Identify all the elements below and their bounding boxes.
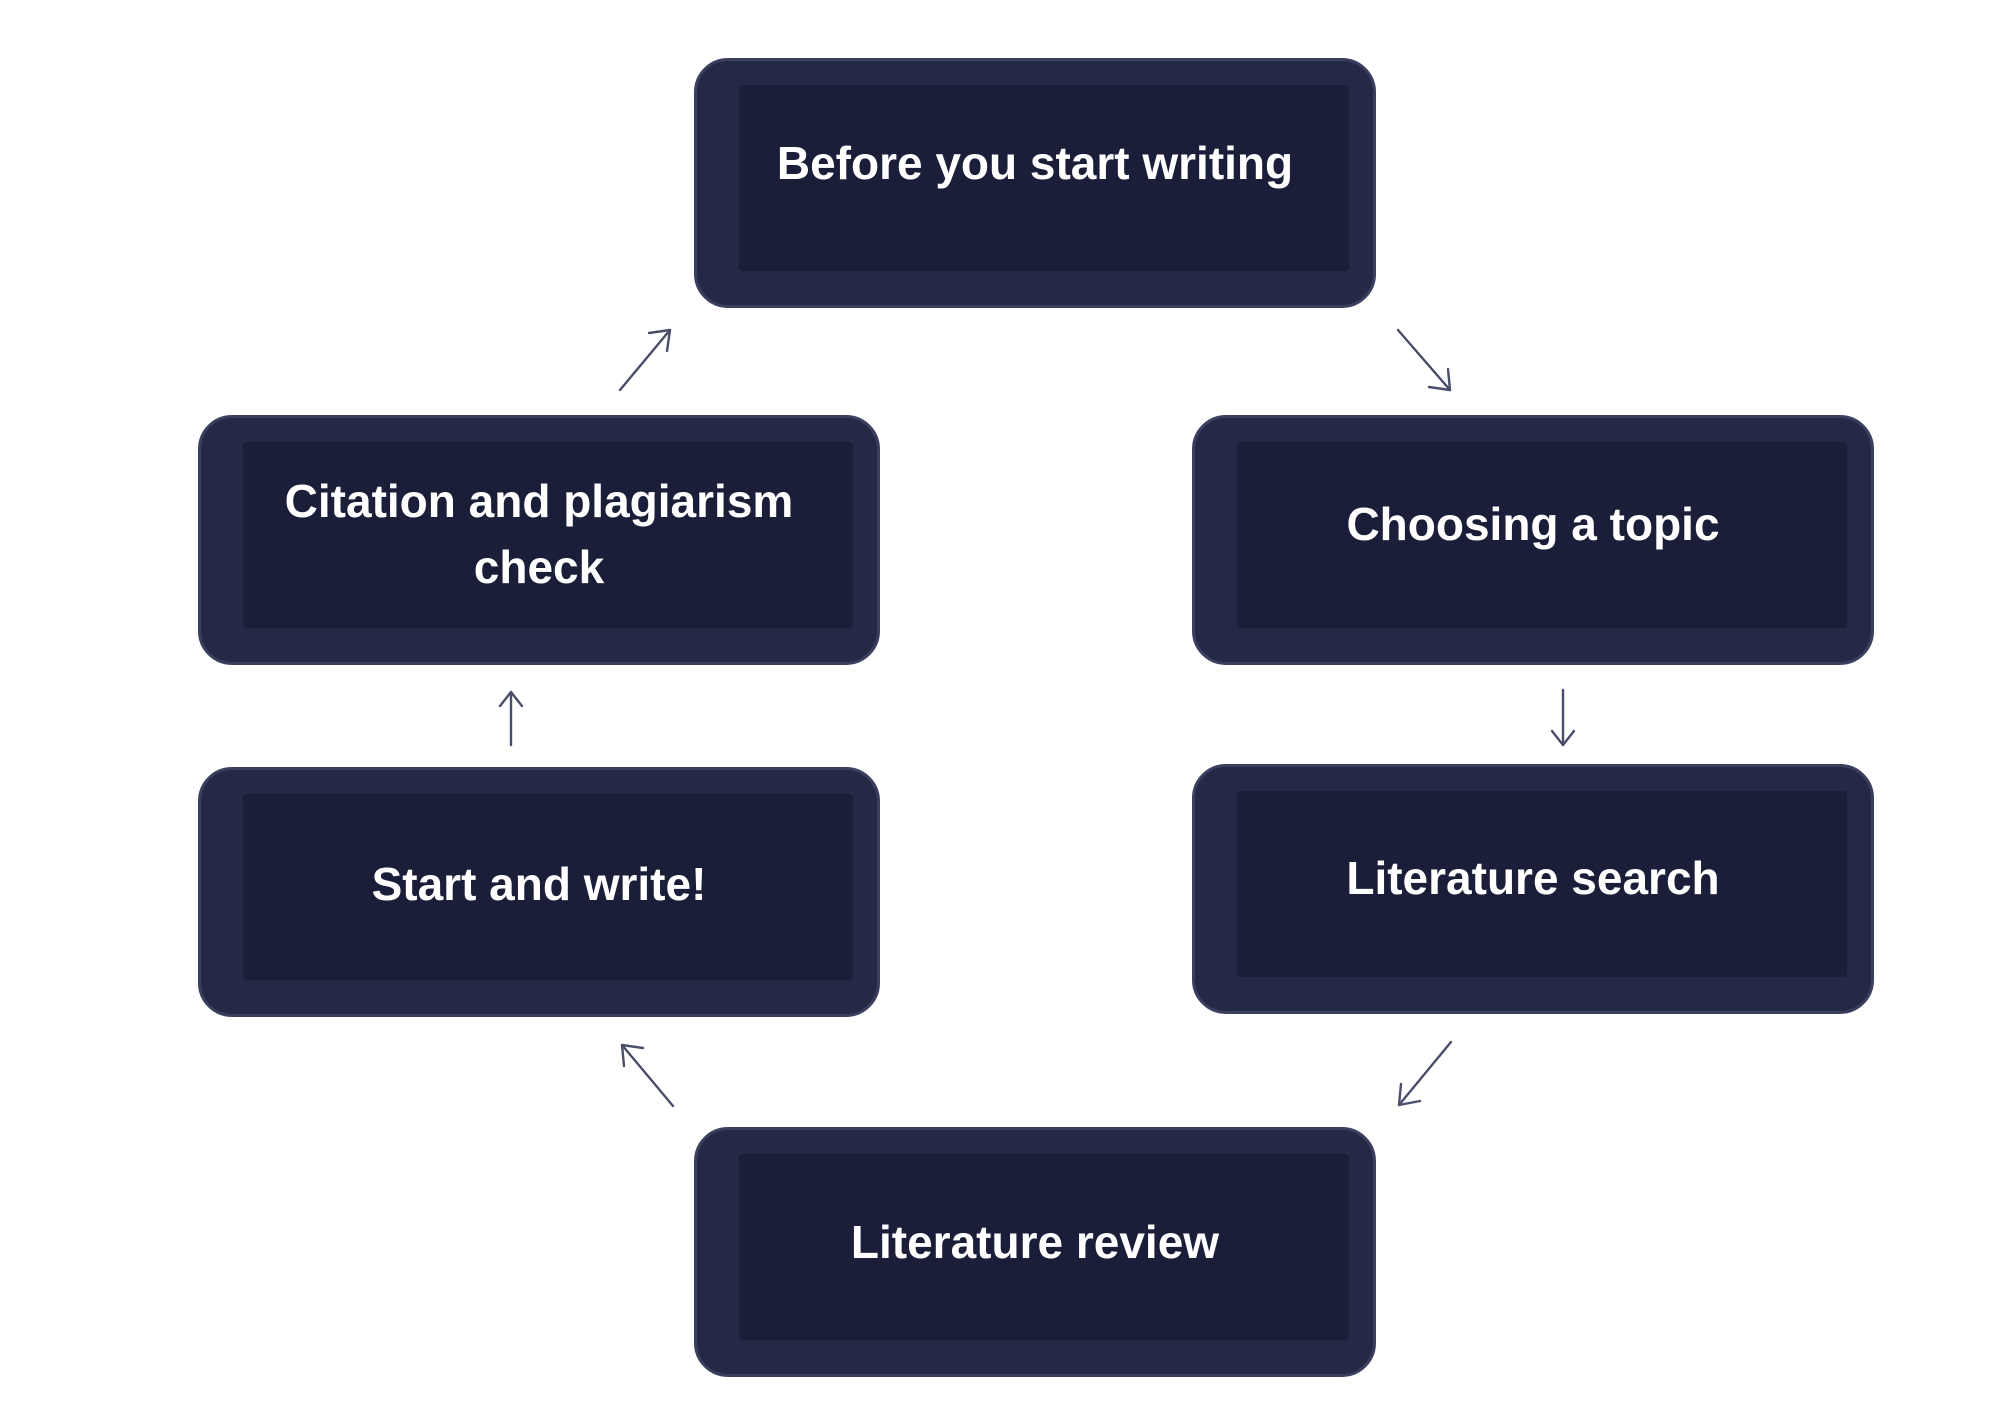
arrow-citation-to-before [618, 328, 672, 392]
arrow-topic-to-search [1550, 688, 1576, 747]
arrow-write-to-citation [498, 690, 524, 747]
step-citation-and-plagiarism-check: Citation and plagiarism check [198, 415, 880, 665]
step-label: Literature search [1346, 852, 1720, 904]
step-before-you-start-writing: Before you start writing [694, 58, 1376, 308]
step-label: Citation and plagiarism check [284, 475, 794, 593]
step-literature-search: Literature search [1192, 764, 1874, 1014]
arrow-search-to-review [1397, 1040, 1453, 1107]
step-label: Start and write! [371, 858, 707, 910]
step-label: Literature review [850, 1216, 1220, 1268]
step-literature-review: Literature review [694, 1127, 1376, 1377]
step-choosing-a-topic: Choosing a topic [1192, 415, 1874, 665]
step-start-and-write: Start and write! [198, 767, 880, 1017]
arrow-review-to-write [620, 1043, 675, 1108]
step-label: Choosing a topic [1346, 498, 1720, 550]
arrow-before-to-topic [1396, 328, 1452, 392]
step-label: Before you start writing [776, 137, 1294, 189]
